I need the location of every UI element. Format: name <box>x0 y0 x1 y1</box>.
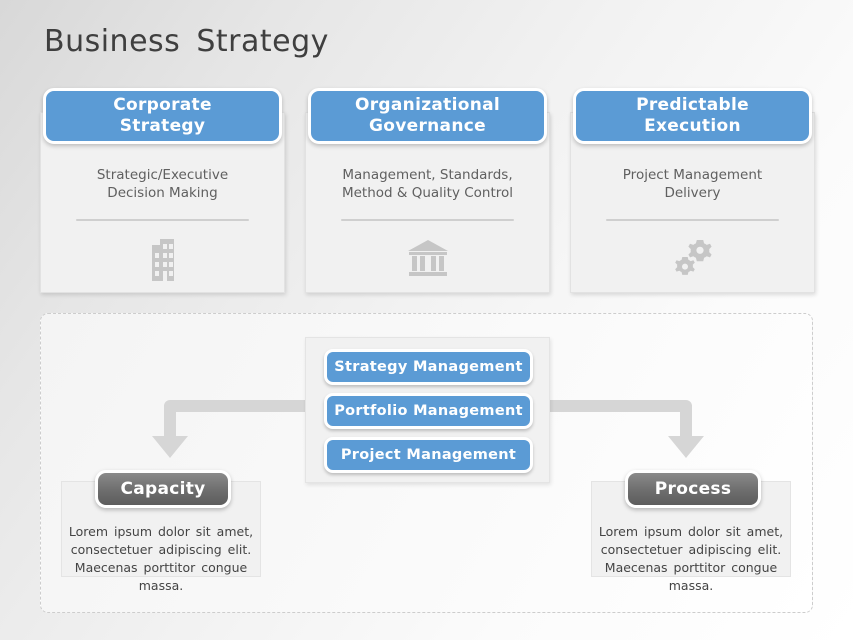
card-divider <box>76 219 249 221</box>
pill-label: Capacity <box>120 479 206 499</box>
card-title-line1: Organizational <box>354 94 500 115</box>
card-header-corporate-strategy[interactable]: Corporate Strategy <box>43 88 282 144</box>
pill-process[interactable]: Process <box>625 470 761 508</box>
top-cards-row: Corporate Strategy Strategic/Executive D… <box>40 88 815 293</box>
card-divider <box>606 219 779 221</box>
card-desc-line2: Method & Quality Control <box>341 185 514 202</box>
outcome-text-process: Lorem ipsum dolor sit amet, consectetuer… <box>598 524 784 594</box>
card-desc-line1: Management, Standards, <box>342 167 513 183</box>
office-building-icon <box>40 228 285 288</box>
pill-strategy-management[interactable]: Strategy Management <box>324 349 533 385</box>
card-description: Project Management Delivery <box>584 166 801 202</box>
pill-label: Project Management <box>340 447 517 463</box>
pill-capacity[interactable]: Capacity <box>95 470 231 508</box>
card-description: Management, Standards, Method & Quality … <box>319 166 536 202</box>
card-title-line1: Predictable <box>636 94 749 115</box>
arrow-center-to-capacity <box>148 398 320 464</box>
card-desc-line1: Strategic/Executive <box>96 167 229 183</box>
card-header-organizational-governance[interactable]: Organizational Governance <box>308 88 547 144</box>
page-title: Business Strategy <box>44 24 329 59</box>
arrow-center-to-process <box>536 398 708 464</box>
card-title-line2: Governance <box>369 116 486 136</box>
bank-building-icon <box>305 228 550 288</box>
card-title-line2: Execution <box>644 116 741 136</box>
card-desc-line1: Project Management <box>622 167 763 183</box>
center-management-stack: Strategy Management Portfolio Management… <box>305 337 550 483</box>
card-organizational-governance[interactable]: Organizational Governance Management, St… <box>305 88 550 293</box>
pill-label: Process <box>654 479 732 499</box>
card-predictable-execution[interactable]: Predictable Execution Project Management… <box>570 88 815 293</box>
pill-project-management[interactable]: Project Management <box>324 437 533 473</box>
card-desc-line2: Delivery <box>664 185 721 202</box>
pill-label: Strategy Management <box>334 359 523 375</box>
card-corporate-strategy[interactable]: Corporate Strategy Strategic/Executive D… <box>40 88 285 293</box>
pill-label: Portfolio Management <box>334 403 523 419</box>
card-desc-line2: Decision Making <box>107 185 218 202</box>
outcome-text-capacity: Lorem ipsum dolor sit amet, consectetuer… <box>68 524 254 594</box>
card-divider <box>341 219 514 221</box>
card-description: Strategic/Executive Decision Making <box>54 166 271 202</box>
card-header-predictable-execution[interactable]: Predictable Execution <box>573 88 812 144</box>
card-title-line1: Corporate <box>113 94 212 115</box>
gears-icon <box>570 228 815 288</box>
pill-portfolio-management[interactable]: Portfolio Management <box>324 393 533 429</box>
card-title-line2: Strategy <box>119 116 206 136</box>
